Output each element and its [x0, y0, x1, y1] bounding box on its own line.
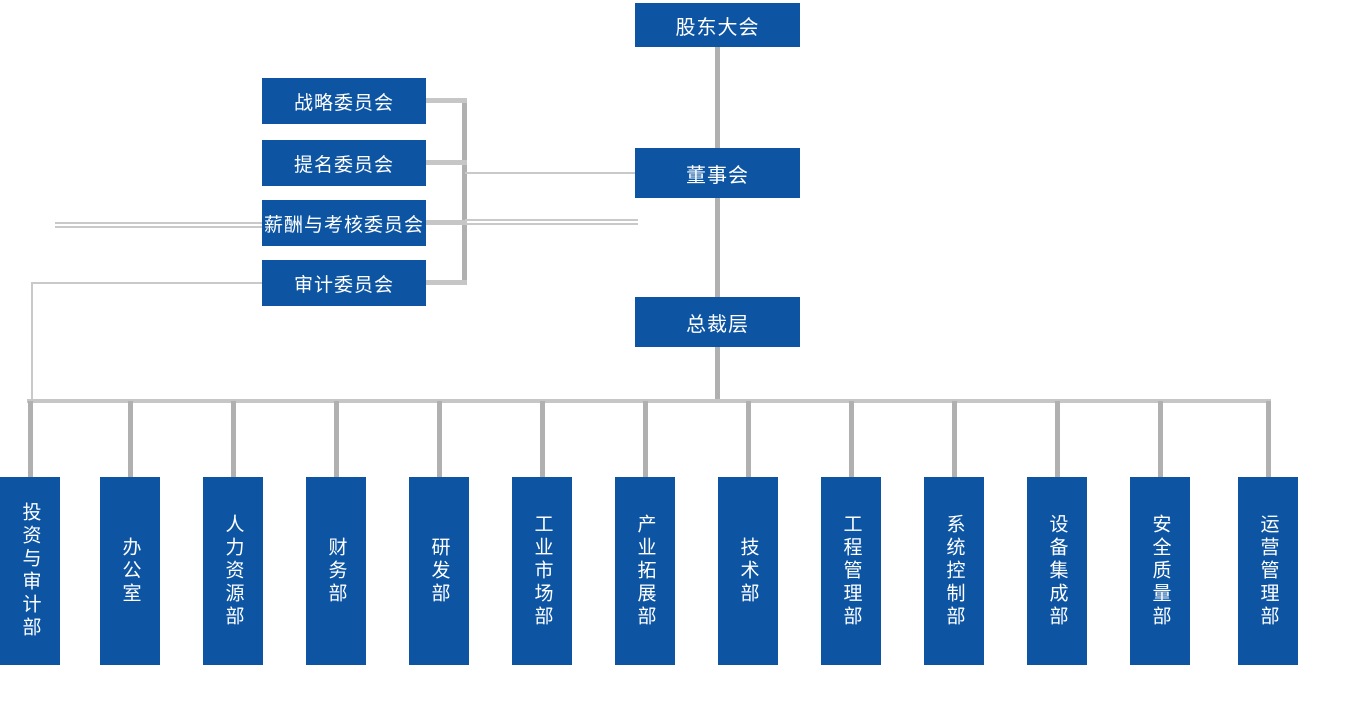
department-stub-line: [334, 401, 339, 477]
department-stub-line: [231, 401, 236, 477]
department-node: 研发部: [409, 477, 469, 665]
left-drop-line: [31, 282, 33, 399]
department-stub-line: [1158, 401, 1163, 477]
department-stub-line: [643, 401, 648, 477]
committee-left-double-line: [55, 222, 262, 224]
edge-president-departments: [715, 347, 720, 400]
committee-stub-line: [426, 280, 467, 285]
department-stub-line: [540, 401, 545, 477]
department-stub-line: [952, 401, 957, 477]
department-node: 产业拓展部: [615, 477, 675, 665]
committee-right-double-line: [465, 223, 638, 225]
department-node: 工程管理部: [821, 477, 881, 665]
department-stub-line: [1266, 401, 1271, 477]
audit-committee-left-line: [31, 282, 262, 284]
committee-stub-line: [426, 98, 467, 103]
committee-stub-line: [426, 220, 467, 225]
department-node: 财务部: [306, 477, 366, 665]
department-node: 办公室: [100, 477, 160, 665]
department-stub-line: [1055, 401, 1060, 477]
strategy-committee-node: 战略委员会: [262, 78, 426, 124]
department-stub-line: [128, 401, 133, 477]
committees-trunk-line: [462, 98, 467, 285]
department-node: 设备集成部: [1027, 477, 1087, 665]
department-node: 工业市场部: [512, 477, 572, 665]
department-node: 系统控制部: [924, 477, 984, 665]
committee-left-double-line: [55, 226, 262, 228]
president-level-node: 总裁层: [635, 297, 800, 347]
committee-right-double-line: [465, 219, 638, 221]
department-stub-line: [746, 401, 751, 477]
compensation-assessment-committee-node: 薪酬与考核委员会: [262, 200, 426, 246]
board-committees-link-line: [465, 172, 635, 174]
departments-distribution-line: [27, 399, 1271, 403]
department-node: 技术部: [718, 477, 778, 665]
audit-committee-node: 审计委员会: [262, 260, 426, 306]
department-node: 运营管理部: [1238, 477, 1298, 665]
department-stub-line: [28, 401, 33, 477]
shareholders-meeting-node: 股东大会: [635, 3, 800, 47]
edge-shareholders-board: [715, 47, 720, 148]
committee-stub-line: [426, 160, 467, 165]
department-node: 投资与审计部: [0, 477, 60, 665]
board-of-directors-node: 董事会: [635, 148, 800, 198]
nomination-committee-node: 提名委员会: [262, 140, 426, 186]
edge-board-president: [715, 198, 720, 297]
department-stub-line: [437, 401, 442, 477]
department-node: 安全质量部: [1130, 477, 1190, 665]
department-node: 人力资源部: [203, 477, 263, 665]
department-stub-line: [849, 401, 854, 477]
